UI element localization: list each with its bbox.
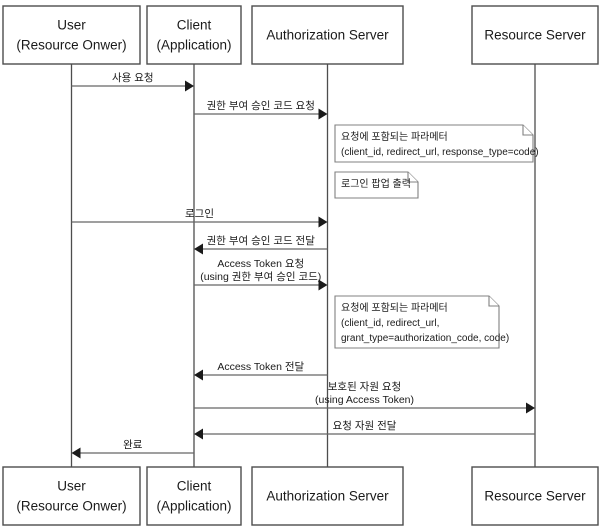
actor-label-primary: Authorization Server: [266, 489, 389, 504]
actor-box-resource-server-bottom[interactable]: Resource Server: [471, 466, 599, 526]
message-label: Access Token 요청: [217, 258, 304, 270]
note-text-line: 요청에 포함되는 파라메터: [341, 131, 448, 143]
note-fold-corner-icon: [488, 296, 499, 307]
message-arrowhead: [318, 216, 328, 228]
actor-label-primary: Client: [177, 479, 212, 494]
actor-box-client-top[interactable]: Client (Application): [146, 5, 242, 65]
actor-label-primary: Resource Server: [484, 28, 586, 43]
message-msg-5[interactable]: Access Token 요청(using 권한 부여 승인 코드): [194, 258, 328, 291]
message-msg-7[interactable]: 보호된 자원 요청(using Access Token): [194, 381, 535, 414]
actor-label-primary: Authorization Server: [266, 28, 389, 43]
message-arrowhead: [194, 428, 203, 440]
message-label: 사용 요청: [112, 72, 154, 84]
message-msg-9[interactable]: 완료: [71, 438, 195, 459]
actor-label-primary: User: [57, 18, 86, 33]
actor-box-authorization-server-top[interactable]: Authorization Server: [251, 5, 404, 65]
note-note-3[interactable]: 요청에 포함되는 파라메터 (client_id, redirect_url,gr…: [334, 295, 509, 349]
actor-label-secondary: (Application): [156, 38, 231, 53]
actor-box-authorization-server-bottom[interactable]: Authorization Server: [251, 466, 404, 526]
message-msg-1[interactable]: 사용 요청: [71, 72, 195, 92]
note-body: [334, 295, 500, 349]
message-label: 로그인: [185, 208, 214, 220]
message-arrowhead: [318, 279, 328, 291]
actor-box-frame: [471, 466, 599, 526]
message-arrowhead: [71, 447, 81, 459]
note-text-line: 로그인 팝업 출력: [341, 177, 411, 190]
note-body: [334, 171, 419, 199]
note-fold-corner-icon: [407, 172, 418, 183]
actor-box-frame: [2, 5, 141, 65]
note-body: [334, 124, 534, 163]
message-label: (using 권한 부여 승인 코드): [200, 271, 321, 283]
note-text-line: (client_id, redirect_url, response_type=…: [341, 147, 539, 158]
note-note-1[interactable]: 요청에 포함되는 파라메터 (client_id, redirect_url, r…: [334, 124, 539, 163]
message-label: 완료: [123, 438, 143, 451]
actor-box-frame: [146, 466, 242, 526]
message-arrowhead: [318, 108, 328, 120]
notes-layer: 요청에 포함되는 파라메터 (client_id, redirect_url, r…: [334, 124, 539, 349]
message-label: Access Token 전달: [217, 361, 304, 373]
message-arrowhead: [185, 80, 194, 92]
actor-label-secondary: (Application): [156, 499, 231, 514]
actor-label-primary: Resource Server: [484, 489, 586, 504]
message-label: 보호된 자원 요청: [328, 381, 401, 393]
actor-label-primary: User: [57, 479, 86, 494]
note-fold-corner-icon: [522, 125, 533, 136]
message-label: 권한 부여 승인 코드 요청: [207, 100, 315, 112]
message-msg-8[interactable]: 요청 자원 전달: [194, 420, 535, 440]
actor-label-secondary: (Resource Onwer): [16, 38, 126, 53]
note-text-line: (client_id, redirect_url,: [341, 318, 439, 329]
actor-box-frame: [2, 466, 141, 526]
actor-box-frame: [471, 5, 599, 65]
actor-label-primary: Client: [177, 18, 212, 33]
actor-boxes-top: User (Resource Onwer) Client (Application) A…: [2, 5, 599, 65]
actor-box-frame: [251, 466, 404, 526]
message-msg-2[interactable]: 권한 부여 승인 코드 요청: [194, 100, 328, 120]
message-label: 요청 자원 전달: [333, 420, 397, 432]
actor-box-client-bottom[interactable]: Client (Application): [146, 466, 242, 526]
actor-box-frame: [146, 5, 242, 65]
actor-box-user-top[interactable]: User (Resource Onwer): [2, 5, 141, 65]
message-arrowhead: [194, 369, 203, 381]
message-msg-3[interactable]: 로그인: [71, 208, 328, 228]
message-arrowhead: [194, 243, 203, 255]
note-text-line: grant_type=authorization_code, code): [341, 333, 509, 344]
actor-box-user-bottom[interactable]: User (Resource Onwer): [2, 466, 141, 526]
message-label: 권한 부여 승인 코드 전달: [207, 235, 316, 247]
actor-boxes-bottom: User (Resource Onwer) Client (Application) A…: [2, 466, 599, 526]
lifelines-layer: [70, 64, 536, 467]
message-label: (using Access Token): [315, 394, 414, 406]
actor-label-secondary: (Resource Onwer): [16, 499, 126, 514]
message-msg-4[interactable]: 권한 부여 승인 코드 전달: [194, 235, 328, 255]
note-note-2[interactable]: 로그인 팝업 출력: [334, 171, 419, 199]
actor-box-resource-server-top[interactable]: Resource Server: [471, 5, 599, 65]
actor-box-frame: [251, 5, 404, 65]
message-msg-6[interactable]: Access Token 전달: [194, 361, 328, 381]
message-arrowhead: [526, 402, 535, 414]
note-text-line: 요청에 포함되는 파라메터: [341, 302, 448, 314]
